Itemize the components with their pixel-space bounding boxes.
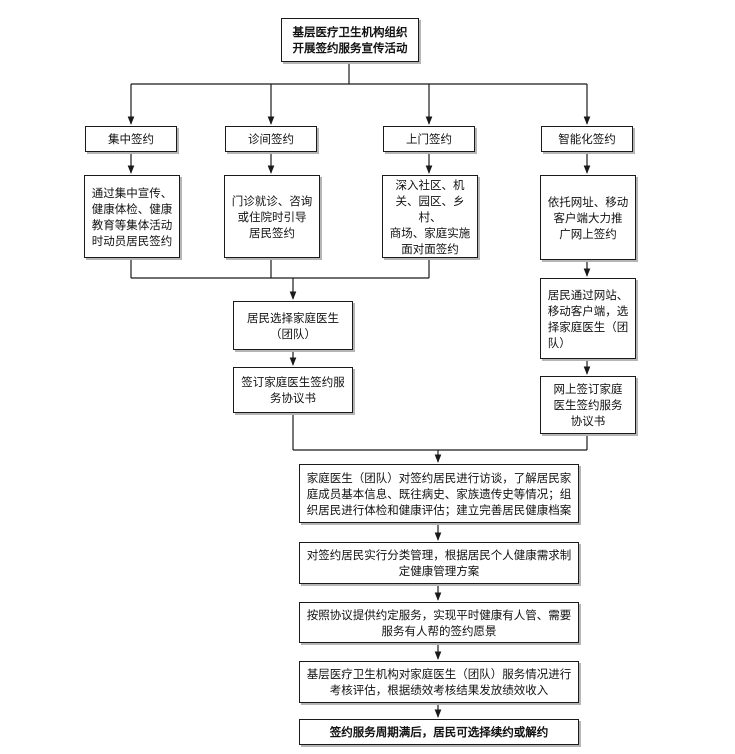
channel-desc-text: 通过集中宣传、 健康体检、健康 教育等集体活动 时动员居民签约 xyxy=(91,185,173,248)
channel-box-centralized: 集中签约 xyxy=(85,126,177,152)
channel-box-smart: 智能化签约 xyxy=(541,126,633,152)
online-step-choose-doctor: 居民通过网站、 移动客户端，选 择家庭医生（团 队） xyxy=(540,278,636,359)
process-step-text: 按照协议提供约定服务，实现平时健康有人管、需要 服务有人帮的签约愿景 xyxy=(306,607,572,638)
channel-desc-text: 深入社区、机 关、园区、乡村、 商场、家庭实施 面对面签约 xyxy=(389,177,471,256)
channel-label-clinic: 诊间签约 xyxy=(248,132,294,146)
title-text: 基层医疗卫生机构组织 开展签约服务宣传活动 xyxy=(292,25,408,55)
process-step-service: 按照协议提供约定服务，实现平时健康有人管、需要 服务有人帮的签约愿景 xyxy=(299,602,579,643)
offline-step-text: 签订家庭医生签约服 务协议书 xyxy=(241,375,345,405)
final-step-text: 签约服务周期满后，居民可选择续约或解约 xyxy=(329,725,549,739)
channel-label-smart: 智能化签约 xyxy=(558,132,616,146)
process-step-classify: 对签约居民实行分类管理，根据居民个人健康需求制 定健康管理方案 xyxy=(299,542,579,584)
channel-desc-smart: 依托网址、移动 客户端大力推 广网上签约 xyxy=(540,175,636,260)
final-step-box: 签约服务周期满后，居民可选择续约或解约 xyxy=(299,719,579,745)
channel-desc-centralized: 通过集中宣传、 健康体检、健康 教育等集体活动 时动员居民签约 xyxy=(84,175,180,258)
channel-label-centralized: 集中签约 xyxy=(108,132,154,146)
online-step-sign-agreement: 网上签订家庭 医生签约服务 协议书 xyxy=(540,376,636,434)
channel-label-door-to-door: 上门签约 xyxy=(406,132,452,146)
offline-step-sign-agreement: 签订家庭医生签约服 务协议书 xyxy=(233,367,353,413)
process-step-interview: 家庭医生（团队）对签约居民进行访谈，了解居民家 庭成员基本信息、既往病史、家族遗… xyxy=(299,464,579,523)
online-step-text: 居民通过网站、 移动客户端，选 择家庭医生（团 队） xyxy=(547,287,629,350)
channel-box-door-to-door: 上门签约 xyxy=(383,126,475,152)
process-step-assessment: 基层医疗卫生机构对家庭医生（团队）服务情况进行 考核评估，根据绩效考核结果发放绩… xyxy=(299,661,579,703)
title-box: 基层医疗卫生机构组织 开展签约服务宣传活动 xyxy=(281,18,419,62)
channel-desc-clinic: 门诊就诊、咨询 或住院时引导 居民签约 xyxy=(224,175,320,258)
process-step-text: 基层医疗卫生机构对家庭医生（团队）服务情况进行 考核评估，根据绩效考核结果发放绩… xyxy=(306,667,572,697)
offline-step-text: 居民选择家庭医生 （团队） xyxy=(247,310,339,341)
online-step-text: 网上签订家庭 医生签约服务 协议书 xyxy=(553,382,623,428)
offline-step-choose-doctor: 居民选择家庭医生 （团队） xyxy=(233,301,353,350)
process-step-text: 家庭医生（团队）对签约居民进行访谈，了解居民家 庭成员基本信息、既往病史、家族遗… xyxy=(306,470,572,517)
channel-desc-text: 依托网址、移动 客户端大力推 广网上签约 xyxy=(547,194,629,241)
process-step-text: 对签约居民实行分类管理，根据居民个人健康需求制 定健康管理方案 xyxy=(306,548,572,578)
channel-desc-door-to-door: 深入社区、机 关、园区、乡村、 商场、家庭实施 面对面签约 xyxy=(382,175,478,258)
channel-desc-text: 门诊就诊、咨询 或住院时引导 居民签约 xyxy=(231,193,313,240)
channel-box-clinic: 诊间签约 xyxy=(225,126,317,152)
